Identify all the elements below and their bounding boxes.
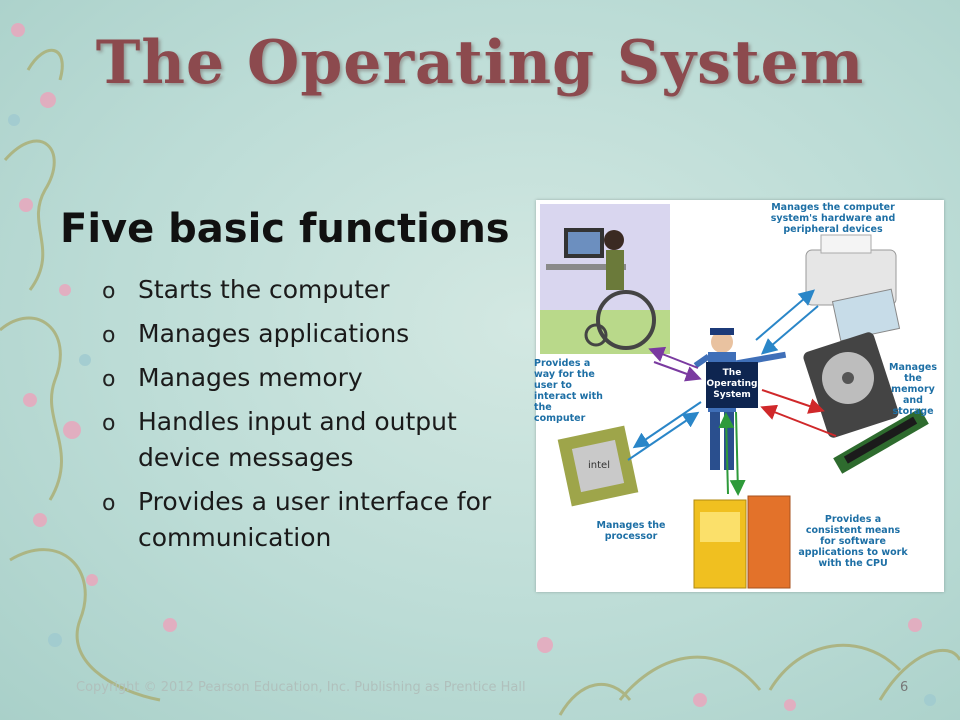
bullet-marker: o (102, 279, 116, 304)
list-item: o Manages applications (102, 316, 542, 352)
copyright-footer: Copyright © 2012 Pearson Education, Inc.… (76, 680, 526, 695)
page-number: 6 (900, 680, 909, 695)
label-hardware: Manages the computer system's hardware a… (770, 202, 896, 235)
section-heading: Five basic functions (60, 206, 510, 252)
list-item-text: Starts the computer (138, 275, 390, 304)
os-diagram: intel (534, 200, 944, 592)
label-memory: Manages the memory and storage (889, 362, 937, 417)
bullet-marker: o (102, 323, 116, 348)
label-processor: Manages the processor (596, 520, 666, 542)
list-item-text: Manages applications (138, 319, 410, 348)
label-software: Provides a consistent means for software… (798, 514, 908, 569)
memory-module-icon (833, 408, 929, 474)
list-item: o Provides a user interface for communica… (102, 484, 542, 556)
slide-title: The Operating System (95, 28, 865, 98)
bullet-marker: o (102, 411, 116, 436)
software-box-icon (693, 495, 791, 589)
center-label: The Operating System (706, 368, 758, 400)
list-item: o Starts the computer (102, 272, 542, 308)
list-item-text: Handles input and output device messages (138, 407, 457, 472)
label-user-interaction: Provides a way for the user to interact … (534, 358, 603, 424)
printer-icon (805, 234, 901, 342)
bullet-marker: o (102, 491, 116, 516)
flow-arrows (627, 289, 837, 496)
processor-chip-icon: intel (557, 425, 639, 507)
list-item-text: Provides a user interface for communicat… (138, 487, 492, 552)
svg-text:intel: intel (588, 460, 610, 471)
list-item: o Handles input and output device message… (102, 404, 542, 476)
bullet-marker: o (102, 367, 116, 392)
list-item: o Manages memory (102, 360, 542, 396)
list-item-text: Manages memory (138, 363, 363, 392)
hard-drive-icon (803, 332, 899, 438)
os-center-box (706, 362, 758, 408)
os-diagram-graphics: intel (540, 204, 929, 589)
user-wheelchair-icon (540, 204, 670, 354)
